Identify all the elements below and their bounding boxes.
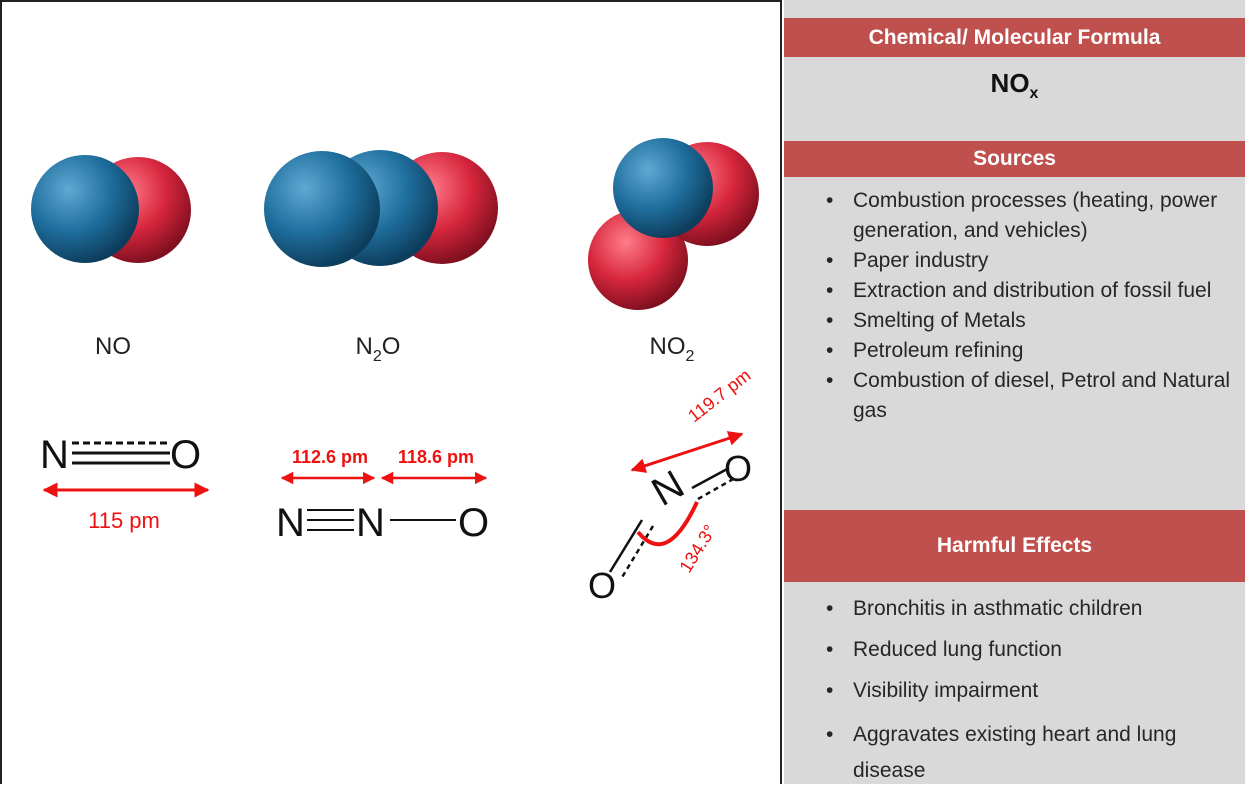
n2o-model bbox=[264, 150, 498, 267]
atom-n: N bbox=[645, 462, 692, 515]
list-item: •Combustion processes (heating, power ge… bbox=[826, 189, 1218, 242]
nitrogen-atom bbox=[31, 155, 139, 263]
nitrogen-atom bbox=[264, 151, 380, 267]
bond-length-label: 115 pm bbox=[88, 508, 160, 533]
formula-subscript: x bbox=[1029, 85, 1039, 103]
list-item: •Paper industry bbox=[826, 249, 989, 272]
formula-value: NOx bbox=[784, 68, 1245, 103]
bond-length-label: 119.7 pm bbox=[684, 365, 754, 426]
no2-structure: N O O 119.7 pm 134.3° bbox=[588, 365, 755, 606]
bond-length-label-1: 112.6 pm bbox=[292, 447, 368, 467]
bond-angle-arc bbox=[636, 501, 699, 547]
list-item: •Bronchitis in asthmatic children bbox=[826, 597, 1143, 620]
sources-list: •Combustion processes (heating, power ge… bbox=[784, 186, 1245, 426]
atom-o: O bbox=[458, 501, 489, 545]
sources-header: Sources bbox=[784, 141, 1245, 177]
bond-length-arrow bbox=[630, 431, 744, 473]
label-n2o: N2O bbox=[356, 333, 401, 365]
formula-header: Chemical/ Molecular Formula bbox=[784, 18, 1245, 57]
atom-n: N bbox=[40, 433, 69, 477]
effects-header: Harmful Effects bbox=[784, 510, 1245, 582]
list-item: •Visibility impairment bbox=[826, 679, 1039, 702]
no2-model bbox=[588, 138, 759, 310]
atom-o: O bbox=[170, 433, 201, 477]
list-item: •Smelting of Metals bbox=[826, 309, 1026, 332]
bond-length-label-2: 118.6 pm bbox=[398, 447, 474, 467]
info-sidebar: Chemical/ Molecular Formula NOx Sources … bbox=[784, 0, 1245, 784]
list-item: •Extraction and distribution of fossil f… bbox=[826, 279, 1212, 302]
bond-line bbox=[608, 519, 644, 573]
molecule-diagram-panel: NO N2O NO2 N O 115 pm 112.6 pm 118.6 pm … bbox=[0, 0, 782, 784]
list-item: •Combustion of diesel, Petrol and Natura… bbox=[826, 369, 1231, 422]
n2o-structure: 112.6 pm 118.6 pm N N O bbox=[276, 447, 489, 545]
bond-dashed bbox=[619, 525, 655, 580]
atom-n: N bbox=[356, 501, 385, 545]
bond-dashed bbox=[697, 476, 736, 501]
list-item: •Aggravates existing heart and lung dise… bbox=[826, 723, 1177, 782]
label-no: NO bbox=[95, 333, 131, 360]
molecule-diagram: NO N2O NO2 N O 115 pm 112.6 pm 118.6 pm … bbox=[31, 138, 759, 606]
nitrogen-atom bbox=[613, 138, 713, 238]
effects-list: •Bronchitis in asthmatic children •Reduc… bbox=[784, 594, 1245, 789]
list-item: •Reduced lung function bbox=[826, 638, 1062, 661]
list-item: •Petroleum refining bbox=[826, 339, 1024, 362]
no-model bbox=[31, 155, 191, 263]
no-structure: N O 115 pm bbox=[40, 433, 210, 533]
atom-n: N bbox=[276, 501, 305, 545]
label-no2: NO2 bbox=[650, 333, 695, 365]
formula-main: NO bbox=[990, 68, 1030, 98]
